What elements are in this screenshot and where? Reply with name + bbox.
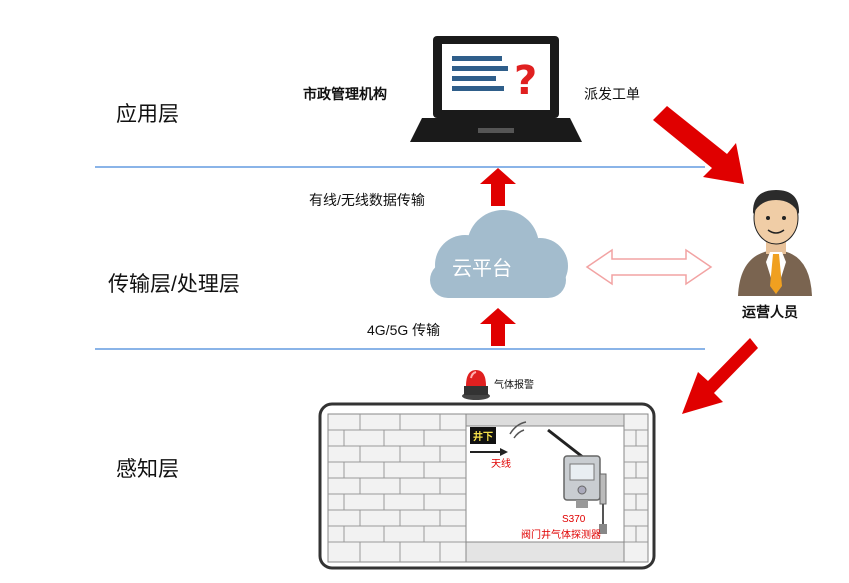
operator-label: 运营人员 <box>742 304 798 320</box>
dispatch-label: 派发工单 <box>584 86 640 102</box>
manhole-chamber <box>318 402 656 570</box>
operator-arrow-icon <box>682 338 758 414</box>
layer-divider-top <box>95 166 705 168</box>
person-icon <box>738 190 812 296</box>
dispatch-arrow-icon <box>653 106 744 184</box>
cellular-label: 4G/5G 传输 <box>367 322 441 338</box>
antenna-label: 天线 <box>491 459 511 470</box>
double-arrow-icon <box>585 248 713 286</box>
detector-name-label: 阀门井气体探测器 <box>521 530 601 541</box>
layer-label-application: 应用层 <box>116 103 179 126</box>
layer-label-transmission: 传输层/处理层 <box>108 273 240 296</box>
wifi-signal-icon <box>509 421 527 439</box>
up-arrow-icon <box>480 168 516 346</box>
alarm-light-icon <box>462 370 490 400</box>
laptop-icon: ? <box>410 36 582 142</box>
wired-wireless-label: 有线/无线数据传输 <box>309 192 425 208</box>
detector-model-label: S370 <box>562 514 586 525</box>
cloud-icon <box>430 210 568 298</box>
underground-badge: 井下 <box>470 427 496 444</box>
cloud-label: 云平台 <box>452 258 512 280</box>
gas-alarm-label: 气体报警 <box>494 380 534 391</box>
svg-text:?: ? <box>514 58 537 104</box>
layer-divider-bottom <box>95 348 705 350</box>
layer-label-perception: 感知层 <box>116 458 179 481</box>
antenna-pointer-icon <box>470 448 508 456</box>
gas-detector-icon <box>547 428 607 534</box>
org-label: 市政管理机构 <box>303 86 387 102</box>
